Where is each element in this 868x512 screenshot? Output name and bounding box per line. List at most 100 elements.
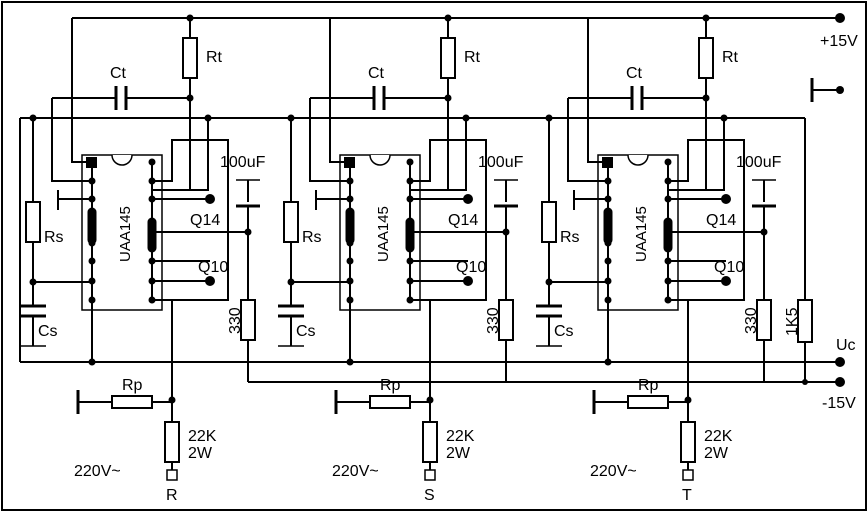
label-mains: 220V~	[332, 463, 379, 480]
label-q10: Q10	[198, 259, 228, 276]
label-rs: Rs	[44, 229, 64, 246]
label-cs: Cs	[38, 323, 58, 340]
label-phase: T	[682, 487, 692, 504]
resistor-rp	[111, 395, 153, 409]
resistor-rt	[182, 37, 198, 79]
wire-right-loop	[668, 139, 745, 301]
output-q14	[205, 194, 215, 204]
junction	[204, 114, 212, 122]
label-2w: 2W	[188, 445, 213, 462]
label-ct: Ct	[626, 65, 643, 82]
label-1k5: 1K5	[784, 307, 801, 336]
output-q10	[205, 276, 215, 286]
label-rt: Rt	[722, 49, 739, 66]
label-q10: Q10	[456, 259, 486, 276]
wire-loop-right	[190, 118, 209, 191]
label-q14: Q14	[706, 212, 736, 229]
resistor-rs	[541, 201, 557, 243]
label-phase: R	[166, 487, 178, 504]
label-ct: Ct	[110, 65, 127, 82]
supply-buses	[19, 17, 840, 383]
wire-ct-pin	[309, 98, 350, 182]
wire-top-left	[329, 18, 344, 163]
wire-top-left	[71, 18, 86, 163]
wire-ct-pin	[567, 98, 608, 182]
ic-label: UAA145	[375, 206, 392, 262]
label-rt: Rt	[464, 49, 481, 66]
junction	[720, 114, 728, 122]
label-rp: Rp	[380, 377, 401, 394]
output-q14	[721, 194, 731, 204]
label-mains: 220V~	[74, 463, 121, 480]
label-rs: Rs	[302, 229, 322, 246]
resistor-1k5	[797, 299, 813, 385]
label-100uf: 100uF	[478, 154, 524, 171]
label-cs: Cs	[296, 323, 316, 340]
label-ct: Ct	[368, 65, 385, 82]
label-22k: 22K	[446, 428, 475, 445]
wire-right-loop	[152, 139, 229, 301]
ic-notch	[627, 154, 649, 166]
output-q10	[463, 276, 473, 286]
label-100uf: 100uF	[736, 154, 782, 171]
label-q14: Q14	[190, 212, 220, 229]
label-rp: Rp	[638, 377, 659, 394]
label-cs: Cs	[554, 323, 574, 340]
junction	[346, 358, 354, 366]
label-mains: 220V~	[590, 463, 637, 480]
terminal-neg	[835, 377, 845, 387]
label-2w: 2W	[446, 445, 471, 462]
resistor-rt	[698, 37, 714, 79]
resistor-22k	[680, 421, 696, 463]
wire-right-loop	[410, 139, 487, 301]
junction	[462, 114, 470, 122]
wire-loop-right	[448, 118, 467, 191]
ic-notch	[111, 154, 133, 166]
resistor-22k	[422, 421, 438, 463]
label-rs: Rs	[560, 229, 580, 246]
output-q10	[721, 276, 731, 286]
resistor-rs	[25, 201, 41, 243]
phase-terminal	[682, 469, 694, 481]
label-330: 330	[227, 307, 244, 334]
label-330: 330	[743, 307, 760, 334]
resistor-22k	[164, 421, 180, 463]
junction	[604, 358, 612, 366]
label-22k: 22K	[188, 428, 217, 445]
label-uc: Uc	[836, 337, 856, 354]
wire-loop-right	[706, 118, 725, 191]
resistor-rp	[369, 395, 411, 409]
label-q10: Q10	[714, 259, 744, 276]
resistor-rt	[440, 37, 456, 79]
ic-label: UAA145	[633, 206, 650, 262]
phase-terminal	[424, 469, 436, 481]
ic-notch	[369, 154, 391, 166]
wire-top-left	[587, 18, 602, 163]
terminal-uc	[835, 357, 845, 367]
terminal-pos	[835, 13, 845, 23]
resistor-rp	[627, 395, 669, 409]
ground-symbol	[810, 78, 844, 102]
label-rp: Rp	[122, 377, 143, 394]
label-2w: 2W	[704, 445, 729, 462]
label-pos-supply: +15V	[820, 33, 858, 50]
label-neg-supply: -15V	[822, 395, 856, 412]
label-100uf: 100uF	[220, 154, 266, 171]
label-rt: Rt	[206, 49, 223, 66]
label-phase: S	[424, 487, 435, 504]
wire-ct-pin	[51, 98, 92, 182]
label-330: 330	[485, 307, 502, 334]
phase-terminal	[166, 469, 178, 481]
output-q14	[463, 194, 473, 204]
ic-label: UAA145	[117, 206, 134, 262]
label-q14: Q14	[448, 212, 478, 229]
junction	[88, 358, 96, 366]
resistor-rs	[283, 201, 299, 243]
label-22k: 22K	[704, 428, 733, 445]
